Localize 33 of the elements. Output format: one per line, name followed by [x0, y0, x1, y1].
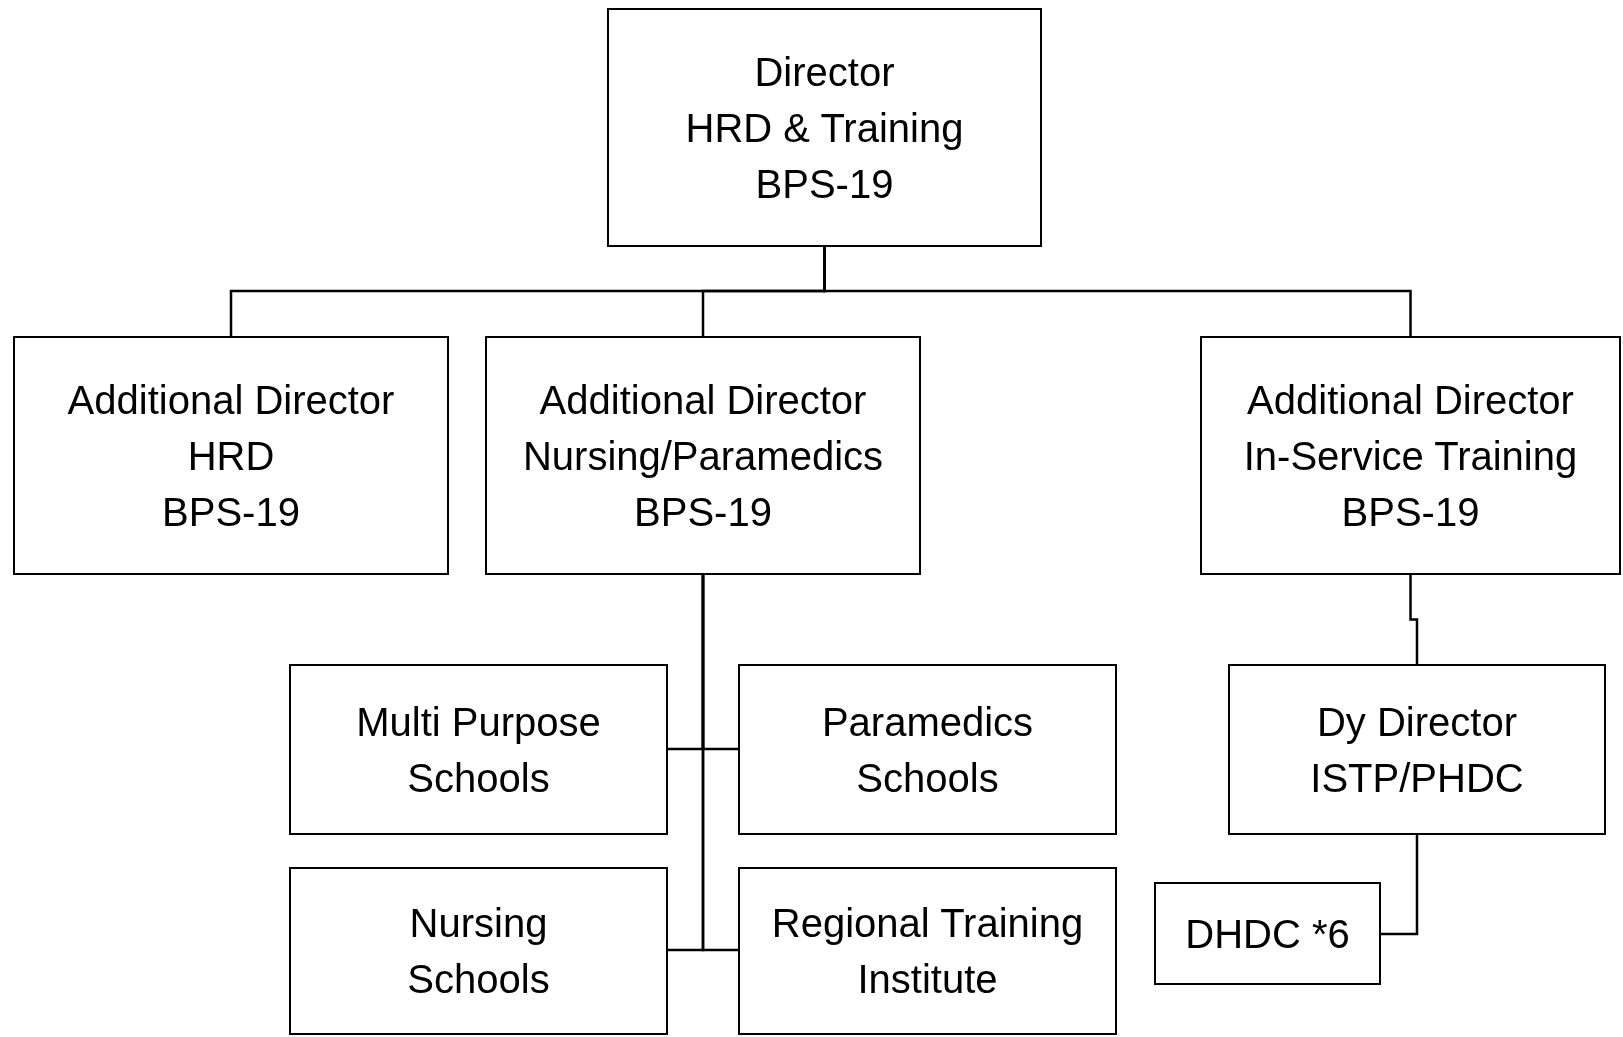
connector-line	[1381, 835, 1419, 936]
org-box	[1228, 664, 1606, 835]
connector-line	[701, 575, 738, 952]
box-text: Additional Director	[67, 376, 395, 424]
box-text: Additional Director	[1247, 376, 1574, 424]
box-text: Additional Director	[539, 376, 867, 424]
box-text: Paramedics Schools	[820, 698, 1035, 802]
org-box	[1154, 882, 1381, 985]
org-box	[738, 867, 1117, 1035]
box-text: Multi Purpose Schools	[355, 698, 602, 802]
org-box	[738, 664, 1117, 835]
box-text: Regional Training Institute	[770, 900, 1085, 1003]
connector-line	[1409, 575, 1419, 664]
box-text: In-Service Training	[1243, 432, 1578, 480]
org-box	[289, 867, 668, 1035]
box-text: DHDC *6	[1185, 910, 1350, 958]
box-text: ISTP/PHDC	[1310, 754, 1524, 802]
box-text: BPS-19	[1341, 488, 1480, 536]
org-box	[289, 664, 668, 835]
box-text: HRD	[187, 432, 275, 480]
box-text: BPS-19	[634, 488, 772, 536]
org-box	[1200, 336, 1621, 575]
org-box	[607, 8, 1042, 247]
org-box	[485, 336, 921, 575]
box-text: Nursing Schools	[406, 900, 551, 1003]
box-text: Dy Director	[1317, 698, 1517, 746]
box-text: HRD & Training	[685, 104, 964, 152]
box-text: Nursing/Paramedics	[522, 432, 884, 480]
box-text: Director	[754, 48, 895, 96]
box-text: BPS-19	[162, 488, 300, 536]
box-text: BPS-19	[755, 160, 894, 208]
org-box	[13, 336, 449, 575]
connector-line	[823, 247, 1412, 336]
